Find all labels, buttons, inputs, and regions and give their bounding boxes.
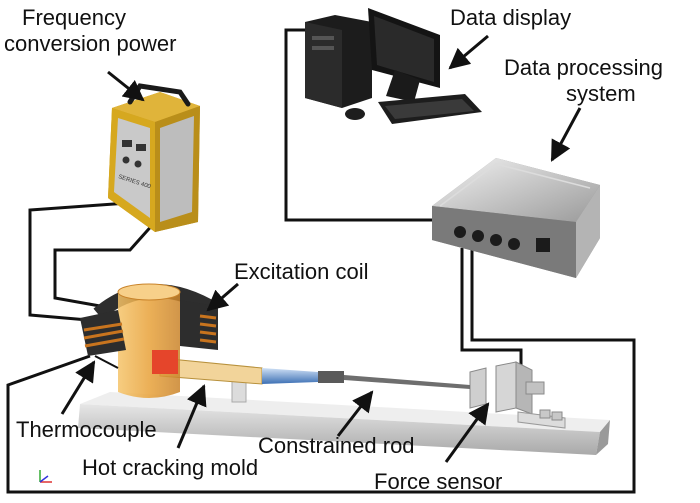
connector-port-2 [472,230,484,242]
wire-processor-to-force-sensor [460,248,523,372]
arrow-thermocouple [60,360,96,415]
label-thermocouple: Thermocouple [16,417,157,442]
connector-port-4 [508,238,520,250]
display-right [136,144,146,151]
label-force-sensor: Force sensor [374,469,503,494]
label-frequency-power-line1: Frequency [22,5,126,30]
arrow-force-sensor [444,402,490,463]
label-arrows [60,34,582,463]
axis-triad-icon [39,470,52,483]
wire-power-right [53,221,157,308]
label-data-processing-line2: system [566,81,636,106]
display-left [122,140,132,147]
computer-workstation [305,8,482,124]
connector-port-1 [454,226,466,238]
label-constrained-rod: Constrained rod [258,433,415,458]
label-excitation-coil: Excitation coil [234,259,369,284]
arrow-excitation-coil [206,282,239,312]
power-socket [536,238,550,252]
force-sensor [525,381,545,395]
excitation-coil-right [180,300,218,350]
hot-cracking-mold [80,283,220,398]
arrow-data-processing [550,107,582,162]
connector-port-3 [490,234,502,246]
arrow-frequency-power [107,70,145,102]
frequency-power-supply: SERIES 400 [108,83,200,232]
knob-1 [122,156,130,164]
label-frequency-power-line2: conversion power [4,31,177,56]
constrained-rod [159,357,470,389]
hot-zone [152,350,178,374]
arrow-hot-cracking-mold [176,384,207,449]
wire-power-left [28,201,129,322]
knob-2 [134,160,142,168]
label-data-display: Data display [450,5,572,30]
wire-processor-outer-loop [6,248,636,494]
label-hot-cracking-mold: Hot cracking mold [82,455,259,480]
arrow-constrained-rod [336,390,374,437]
force-sensor-assembly [469,361,566,429]
mouse [345,108,365,120]
thermocouple-probe [94,355,119,369]
arrow-data-display [448,34,489,70]
data-processing-box [432,158,600,278]
label-data-processing-line1: Data processing [504,55,663,80]
